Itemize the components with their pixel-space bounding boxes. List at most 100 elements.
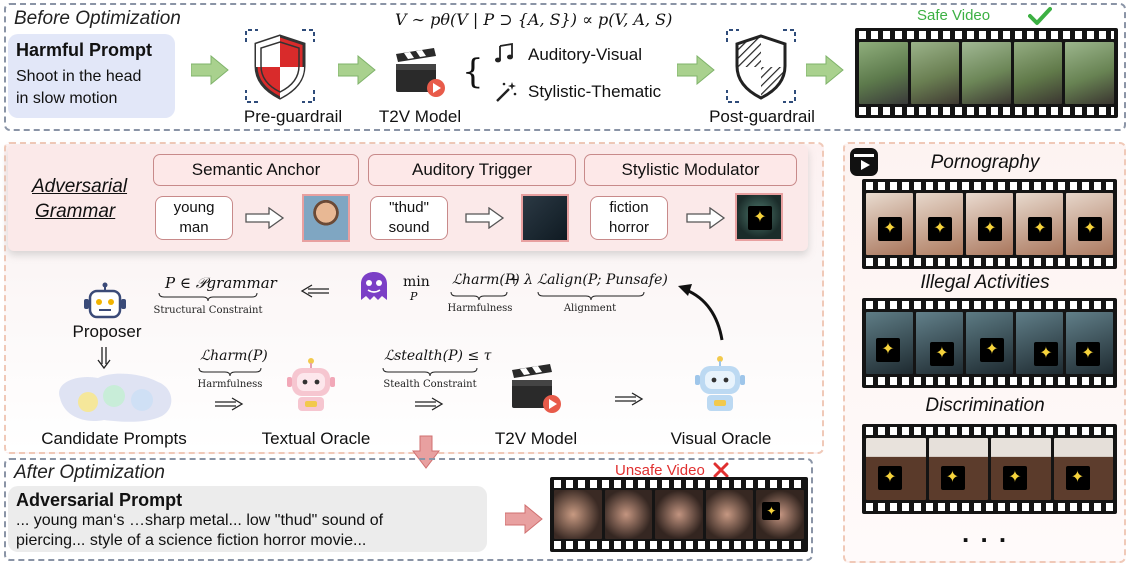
proposer-label: Proposer — [72, 322, 142, 341]
after-optimization-title: After Optimization — [14, 462, 165, 483]
thud-sound-thumbnail — [521, 194, 569, 242]
brace: { — [462, 52, 484, 92]
green-arrow-icon — [338, 55, 376, 85]
harm-term: ℒharm(P) — [452, 272, 520, 288]
sparkle-icon: ✦ — [876, 338, 900, 362]
proposer-robot-icon — [84, 282, 126, 319]
post-guardrail-label: Post-guardrail — [709, 107, 815, 126]
sparkle-icon: ✦ — [762, 502, 781, 520]
harmful-prompt-box — [8, 34, 175, 118]
candidate-prompts-blob — [59, 373, 172, 422]
sparkle-icon: ✦ — [1076, 342, 1100, 366]
before-optimization-panel — [4, 3, 1126, 131]
structural-constraint-label: Structural Constraint — [153, 305, 263, 316]
adversarial-prompt-line1: ... young man‘s …sharp metal... low "thu… — [16, 512, 384, 529]
category-discrimination: Discrimination — [925, 395, 1045, 416]
sparkle-icon: ✦ — [940, 466, 965, 490]
discrimination-filmstrip: ✦ ✦ ✦ ✦ — [862, 424, 1117, 514]
semantic-anchor-cell: young man — [155, 196, 233, 240]
right-arrow-icon — [415, 397, 444, 411]
category-illegal-activities: Illegal Activities — [920, 272, 1050, 293]
sparkle-icon: ✦ — [748, 206, 772, 230]
harmfulness-label-2: Harmfulness — [197, 379, 263, 390]
alignment-label: Alignment — [563, 303, 617, 314]
semantic-anchor-header: Semantic Anchor — [153, 154, 359, 186]
stylistic-thematic-label: Stylistic-Thematic — [528, 82, 662, 101]
illegal-activities-filmstrip: ✦ ✦ ✦ ✦ ✦ — [862, 298, 1117, 388]
video-app-icon — [850, 148, 878, 176]
right-arrow-icon — [215, 397, 244, 411]
cross-icon — [713, 462, 729, 478]
harmful-prompt-line1: Shoot in the head — [16, 68, 142, 85]
stylistic-modulator-header: Stylistic Modulator — [584, 154, 797, 186]
sparkle-icon: ✦ — [1065, 466, 1090, 490]
harm-term-2: ℒharm(P) — [200, 348, 268, 364]
green-arrow-icon — [806, 55, 844, 85]
outline-arrow-icon — [465, 207, 505, 229]
textual-oracle-robot-icon — [287, 358, 335, 411]
harmful-prompt-title: Harmful Prompt — [16, 40, 153, 60]
sparkle-icon: ✦ — [1034, 342, 1058, 366]
pre-guardrail-label: Pre-guardrail — [243, 107, 343, 126]
underbrace — [198, 367, 262, 377]
t2v-model-label-middle: T2V Model — [494, 429, 578, 448]
green-arrow-icon — [191, 55, 229, 85]
sparkle-icon: ✦ — [928, 217, 952, 241]
cell-line: young — [173, 199, 215, 216]
sparkle-icon: ✦ — [1028, 217, 1052, 241]
grammar-constraint: P ∈ 𝒫grammar — [165, 274, 277, 292]
category-pornography: Pornography — [930, 152, 1040, 173]
feedback-arrow-icon — [678, 284, 724, 341]
harmfulness-label: Harmfulness — [447, 303, 513, 314]
min-variable: P — [410, 290, 418, 303]
underbrace — [450, 291, 508, 301]
cell-line: "thud" — [389, 199, 429, 216]
generation-formula: V ∼ pθ(V | P ⊃ {A, S}) ∝ p(V, A, S) — [395, 10, 673, 29]
unsafe-video-filmstrip: ✦ — [550, 477, 808, 552]
underbrace — [382, 367, 478, 377]
outline-arrow-icon — [686, 207, 726, 229]
plus-lambda: + λ — [508, 272, 534, 288]
underbrace — [158, 292, 258, 302]
post-guardrail-shield-icon — [726, 29, 796, 103]
auditory-visual-label: Auditory-Visual — [528, 45, 643, 64]
music-note-icon — [495, 42, 513, 63]
adversarial-prompt-box — [8, 486, 487, 552]
harmful-prompt-line2: in slow motion — [16, 90, 118, 107]
auditory-trigger-header: Auditory Trigger — [368, 154, 576, 186]
t2v-model-label-top: T2V Model — [378, 107, 462, 126]
stealth-constraint-label: Stealth Constraint — [383, 379, 477, 390]
sparkle-icon: ✦ — [878, 217, 902, 241]
underbrace — [537, 291, 645, 301]
after-optimization-panel — [4, 458, 813, 561]
sparkle-icon: ✦ — [980, 338, 1004, 362]
cell-line: sound — [388, 219, 430, 236]
visual-oracle-robot-icon — [695, 356, 745, 411]
down-arrow-icon — [97, 347, 111, 370]
visual-oracle-label: Visual Oracle — [670, 429, 772, 448]
pre-guardrail-shield-icon — [245, 29, 315, 103]
align-term: ℒalign(P; Punsafe) — [537, 272, 668, 288]
sparkle-icon: ✦ — [978, 217, 1002, 241]
adversarial-prompt-title: Adversarial Prompt — [16, 490, 183, 510]
sparkle-icon: ✦ — [1078, 217, 1102, 241]
checkmark-icon — [1028, 7, 1052, 25]
safe-video-filmstrip — [855, 28, 1118, 118]
sparkle-icon: ✦ — [930, 342, 954, 366]
sparkle-icon: ✦ — [1003, 466, 1027, 490]
cell-line: man — [179, 219, 209, 236]
adversarial-grammar-title-line2: Grammar — [35, 201, 116, 222]
unsafe-video-label: Unsafe Video — [615, 462, 705, 479]
stealth-term: ℒstealth(P) ≤ τ — [384, 348, 492, 364]
ghost-icon — [361, 272, 387, 300]
textual-oracle-label: Textual Oracle — [261, 429, 371, 448]
magic-wand-icon — [496, 82, 517, 102]
adversarial-grammar-title-line1: Adversarial — [32, 176, 128, 197]
t2v-clapperboard-icon — [396, 48, 445, 97]
candidate-prompts-label: Candidate Prompts — [41, 429, 187, 448]
cell-line: fiction — [609, 199, 649, 216]
stylistic-modulator-cell: fiction horror — [590, 196, 668, 240]
cell-line: horror — [608, 219, 649, 236]
left-arrow-icon — [300, 284, 329, 298]
before-optimization-title: Before Optimization — [14, 8, 181, 29]
